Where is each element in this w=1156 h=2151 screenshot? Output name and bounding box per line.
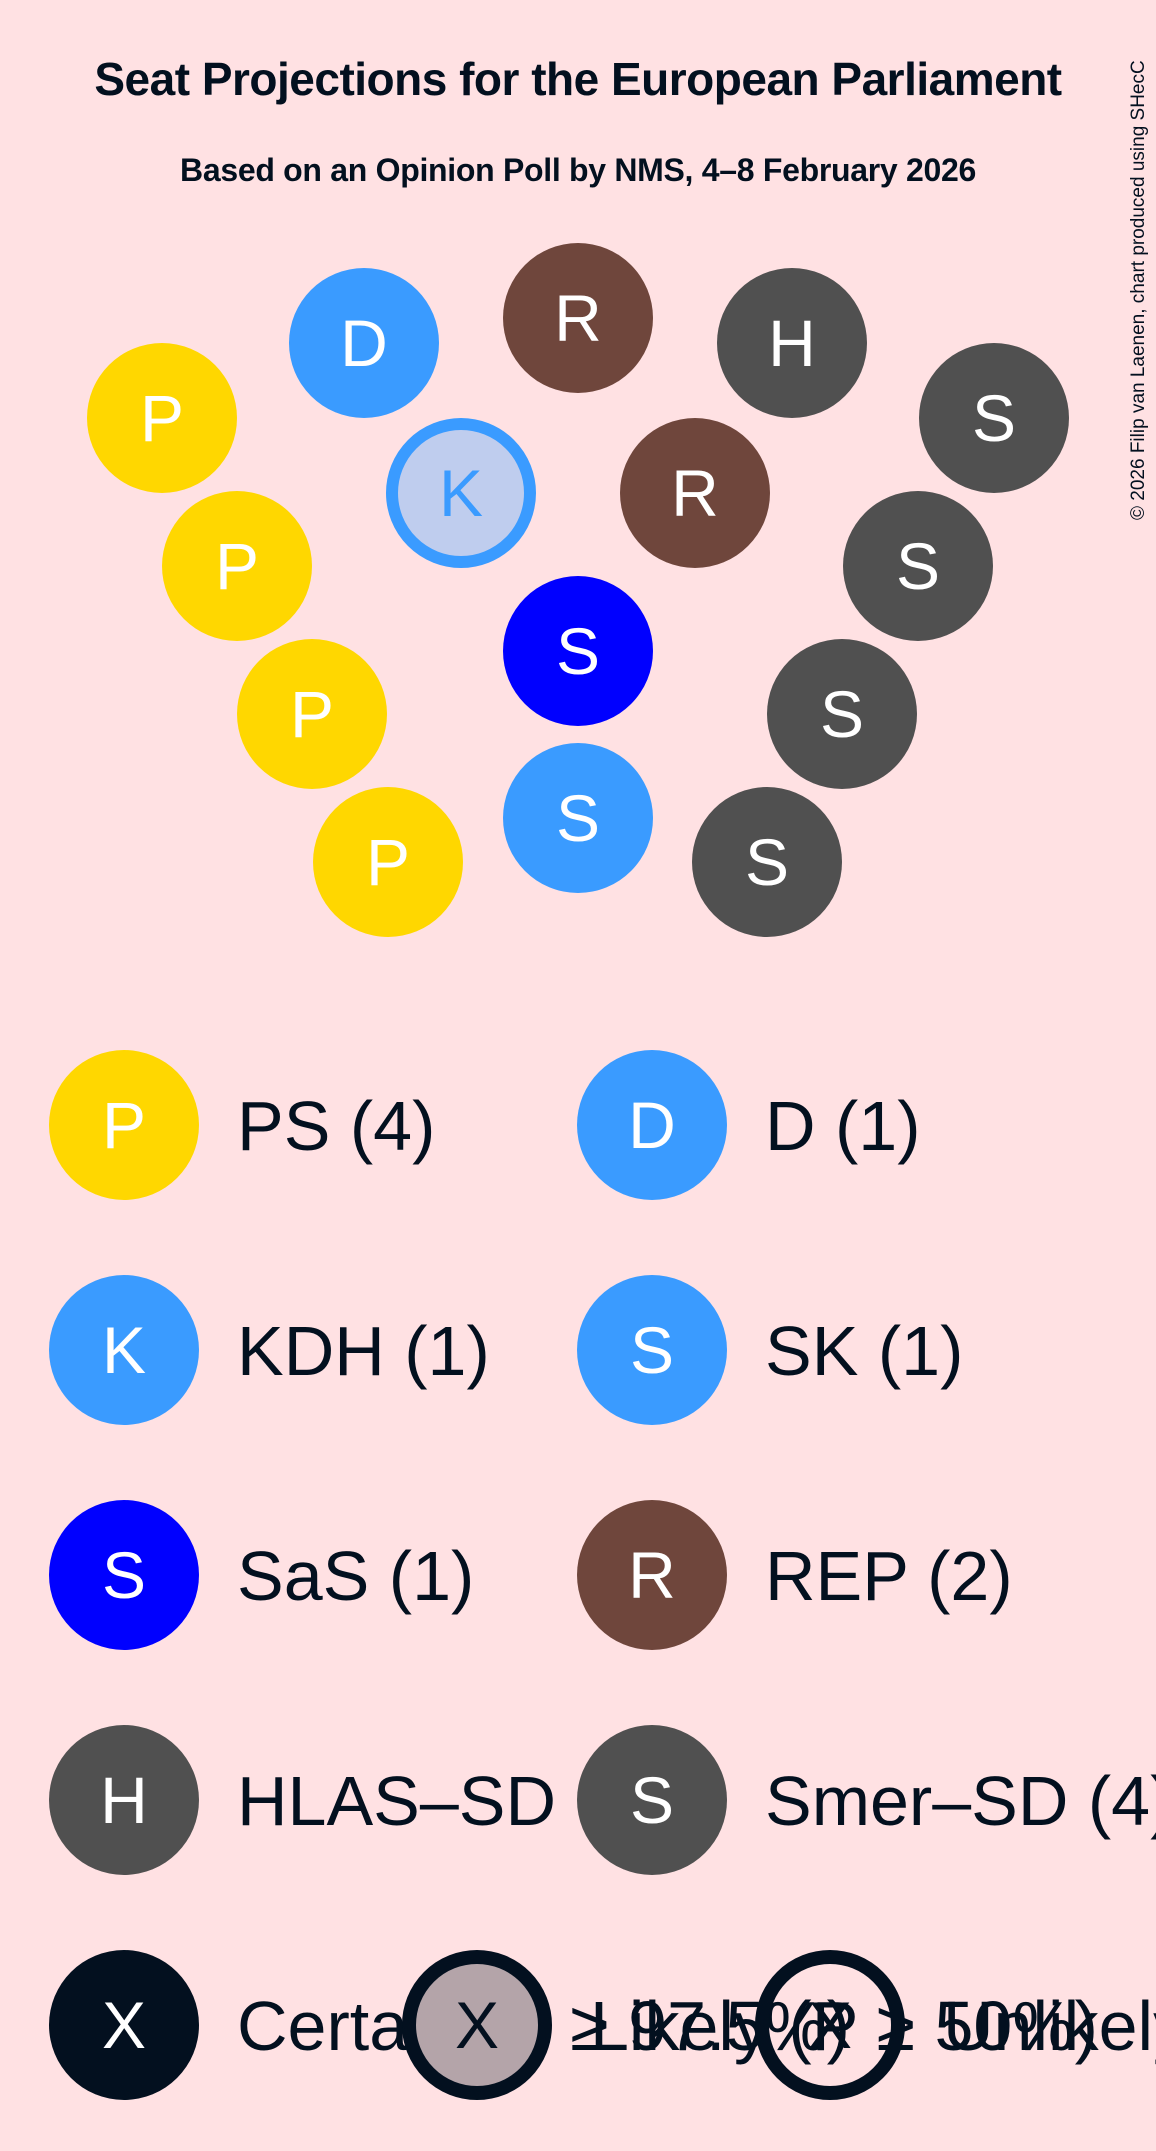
party-dot-icon: S [49, 1500, 199, 1650]
seat-ps-icon: P [237, 639, 387, 789]
seat-d-icon: D [289, 268, 439, 418]
party-dot-icon: D [577, 1050, 727, 1200]
certain-seat-icon: X [49, 1950, 199, 2100]
party-dot-icon: S [577, 1275, 727, 1425]
seat-smer-sd-icon: S [843, 491, 993, 641]
party-dot-icon: S [577, 1725, 727, 1875]
seat-ps-icon: P [87, 343, 237, 493]
legend-label: Unlikely [943, 1987, 1156, 2065]
party-dot-icon: P [49, 1050, 199, 1200]
seat-smer-sd-icon: S [692, 787, 842, 937]
seat-rep-icon: R [503, 243, 653, 393]
legend-row: P PS (4) D D (1) [0, 1050, 1156, 1200]
chart-title: Seat Projections for the European Parlia… [94, 53, 1062, 105]
seat-smer-sd-icon: S [919, 343, 1069, 493]
legend-status-row: X Certain (P ≥ 97.5%) X Likely (P ≥ 50%)… [0, 1950, 1156, 2100]
seat-rep-icon: R [620, 418, 770, 568]
likely-seat-icon: X [402, 1950, 552, 2100]
legend-label: PS (4) [237, 1087, 436, 1165]
party-dot-icon: R [577, 1500, 727, 1650]
legend-row: H HLAS–SD (1) S Smer–SD (4) [0, 1725, 1156, 1875]
seat-kdh-icon: K [386, 418, 536, 568]
legend-row: K KDH (1) S SK (1) [0, 1275, 1156, 1425]
legend-label: Smer–SD (4) [765, 1762, 1156, 1840]
seat-sk-icon: S [503, 743, 653, 893]
legend-label: SK (1) [765, 1312, 964, 1390]
legend-row: S SaS (1) R REP (2) [0, 1500, 1156, 1650]
seat-sas-icon: S [503, 576, 653, 726]
seat-hlas-sd-icon: H [717, 268, 867, 418]
legend-label: REP (2) [765, 1537, 1013, 1615]
legend-label: KDH (1) [237, 1312, 490, 1390]
seat-smer-sd-icon: S [767, 639, 917, 789]
party-dot-icon: H [49, 1725, 199, 1875]
seat-ps-icon: P [313, 787, 463, 937]
chart-subtitle: Based on an Opinion Poll by NMS, 4–8 Feb… [180, 152, 976, 188]
unlikely-seat-icon: X [755, 1950, 905, 2100]
copyright-credit: © 2026 Filip van Laenen, chart produced … [1128, 60, 1149, 520]
legend-label: D (1) [765, 1087, 921, 1165]
party-dot-icon: K [49, 1275, 199, 1425]
seat-ps-icon: P [162, 491, 312, 641]
legend-label: SaS (1) [237, 1537, 475, 1615]
